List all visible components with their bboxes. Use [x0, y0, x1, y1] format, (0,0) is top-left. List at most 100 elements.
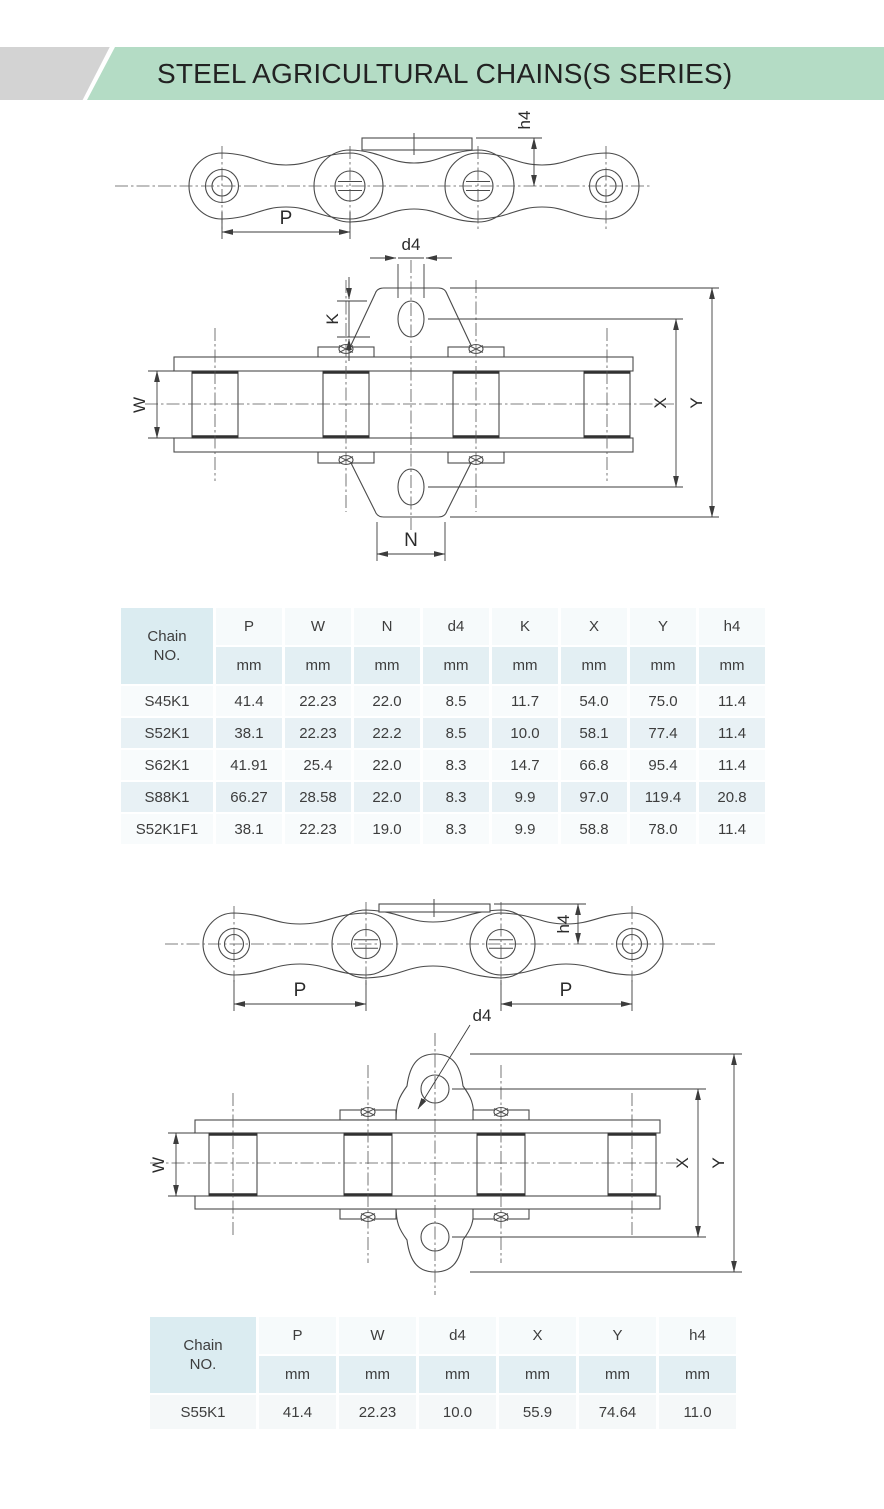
cell: 8.3	[423, 750, 489, 780]
chain-no-cell: S55K1	[150, 1395, 256, 1429]
unit-cell: mm	[216, 647, 282, 684]
cell: 10.0	[419, 1395, 496, 1429]
dim-label-p: P	[560, 980, 573, 1001]
column-header: Y	[579, 1317, 656, 1354]
cell: 119.4	[630, 782, 696, 812]
dim-label-h4: h4	[515, 111, 534, 130]
dim-label-x: X	[651, 397, 670, 408]
cell: 9.9	[492, 782, 558, 812]
column-header: d4	[419, 1317, 496, 1354]
dim-label-y: Y	[709, 1157, 728, 1168]
chain-no-cell: S52K1	[121, 718, 213, 748]
cell: 38.1	[216, 718, 282, 748]
cell: 11.4	[699, 718, 765, 748]
cell: 58.1	[561, 718, 627, 748]
unit-cell: mm	[579, 1356, 656, 1393]
cell: 22.23	[285, 686, 351, 716]
cell: 75.0	[630, 686, 696, 716]
cell: 97.0	[561, 782, 627, 812]
cell: 10.0	[492, 718, 558, 748]
unit-cell: mm	[285, 647, 351, 684]
column-header: P	[259, 1317, 336, 1354]
column-header: P	[216, 608, 282, 645]
column-header: h4	[699, 608, 765, 645]
column-header: N	[354, 608, 420, 645]
column-header: h4	[659, 1317, 736, 1354]
cell: 22.23	[285, 814, 351, 844]
cell: 74.64	[579, 1395, 656, 1429]
column-header: K	[492, 608, 558, 645]
cell: 25.4	[285, 750, 351, 780]
cell: 22.0	[354, 686, 420, 716]
chain-side-view-diagram-2: h4 P P	[165, 899, 715, 1011]
dim-label-d4: d4	[473, 1006, 492, 1025]
table-row: S55K1 41.4 22.23 10.0 55.9 74.64 11.0	[150, 1395, 736, 1429]
unit-cell: mm	[259, 1356, 336, 1393]
cell: 22.2	[354, 718, 420, 748]
column-header: W	[339, 1317, 416, 1354]
cell: 22.23	[339, 1395, 416, 1429]
cell: 22.23	[285, 718, 351, 748]
dim-label-n: N	[404, 530, 418, 551]
cell: 22.0	[354, 782, 420, 812]
table-row: S52K1F1 38.1 22.23 19.0 8.3 9.9 58.8 78.…	[121, 814, 765, 844]
table-row: S45K1 41.4 22.23 22.0 8.5 11.7 54.0 75.0…	[121, 686, 765, 716]
cell: 78.0	[630, 814, 696, 844]
page-title: STEEL AGRICULTURAL CHAINS(S SERIES)	[157, 57, 733, 89]
cell: 41.4	[259, 1395, 336, 1429]
cell: 58.8	[561, 814, 627, 844]
dim-label-p: P	[294, 980, 307, 1001]
cell: 41.4	[216, 686, 282, 716]
cell: 8.5	[423, 718, 489, 748]
dim-label-y: Y	[687, 397, 706, 408]
cell: 9.9	[492, 814, 558, 844]
table-row: S88K1 66.27 28.58 22.0 8.3 9.9 97.0 119.…	[121, 782, 765, 812]
cell: 19.0	[354, 814, 420, 844]
column-header: d4	[423, 608, 489, 645]
chain-plan-view-diagram-2: d4 W X Y	[149, 1006, 742, 1295]
cell: 14.7	[492, 750, 558, 780]
unit-cell: mm	[423, 647, 489, 684]
cell: 55.9	[499, 1395, 576, 1429]
chain-plan-view-diagram-1: d4 K W X Y N	[130, 235, 719, 561]
cell: 28.58	[285, 782, 351, 812]
cell: 38.1	[216, 814, 282, 844]
dim-label-p: P	[280, 208, 293, 229]
attachment-plate-side	[361, 137, 473, 151]
cell: 11.4	[699, 750, 765, 780]
cell: 8.3	[423, 782, 489, 812]
dim-label-w: W	[149, 1157, 168, 1173]
cell: 66.8	[561, 750, 627, 780]
unit-cell: mm	[699, 647, 765, 684]
cell: 20.8	[699, 782, 765, 812]
unit-cell: mm	[630, 647, 696, 684]
chain-no-cell: S45K1	[121, 686, 213, 716]
cell: 8.5	[423, 686, 489, 716]
cell: 77.4	[630, 718, 696, 748]
unit-cell: mm	[339, 1356, 416, 1393]
banner-green-shape	[87, 47, 884, 100]
unit-cell: mm	[499, 1356, 576, 1393]
unit-cell: mm	[561, 647, 627, 684]
cell: 22.0	[354, 750, 420, 780]
cell: 11.7	[492, 686, 558, 716]
cell: 41.91	[216, 750, 282, 780]
chain-no-cell: S52K1F1	[121, 814, 213, 844]
cell: 95.4	[630, 750, 696, 780]
column-header: X	[561, 608, 627, 645]
cell: 11.4	[699, 686, 765, 716]
cell: 8.3	[423, 814, 489, 844]
column-header: W	[285, 608, 351, 645]
unit-cell: mm	[419, 1356, 496, 1393]
column-header: X	[499, 1317, 576, 1354]
title-banner: STEEL AGRICULTURAL CHAINS(S SERIES)	[0, 47, 884, 100]
dim-label-w: W	[130, 397, 149, 413]
table-unit-row: mm mm mm mm mm mm	[150, 1356, 736, 1393]
